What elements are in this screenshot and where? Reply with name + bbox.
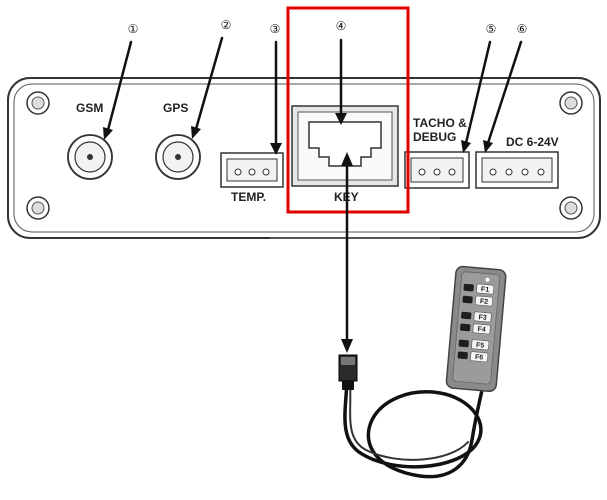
callout-3: ③ [270, 22, 281, 36]
key-rj-port [292, 106, 398, 186]
temp-connector [221, 153, 283, 187]
svg-text:F2: F2 [480, 298, 489, 306]
keypad-cable [345, 380, 482, 477]
callout-5: ⑤ [486, 22, 497, 36]
keypad-remote: F1 F2 F3 F4 F5 F6 [446, 266, 506, 392]
callout-1: ① [128, 22, 139, 36]
gsm-label: GSM [76, 101, 103, 115]
corner-screw-icon [27, 92, 49, 114]
svg-text:F3: F3 [478, 314, 487, 322]
temp-label: TEMP. [231, 190, 266, 204]
gps-label: GPS [163, 101, 188, 115]
svg-text:F6: F6 [475, 354, 484, 362]
tacho-label-line1: TACHO & [413, 116, 467, 130]
rj-plug [339, 355, 357, 390]
power-label: DC 6-24V [506, 135, 559, 149]
callout-2: ② [221, 18, 232, 32]
svg-text:F5: F5 [476, 342, 485, 350]
corner-screw-icon [27, 197, 49, 219]
tacho-debug-connector [405, 152, 469, 188]
callout-6: ⑥ [517, 22, 528, 36]
corner-screw-icon [560, 92, 582, 114]
dc-power-connector [476, 152, 558, 188]
gsm-antenna-connector [68, 135, 112, 179]
gps-antenna-connector [156, 135, 200, 179]
corner-screw-icon [560, 197, 582, 219]
callout-4: ④ [336, 19, 347, 33]
svg-text:F1: F1 [481, 286, 490, 294]
svg-text:F4: F4 [477, 326, 486, 334]
tacho-label-line2: DEBUG [413, 130, 456, 144]
